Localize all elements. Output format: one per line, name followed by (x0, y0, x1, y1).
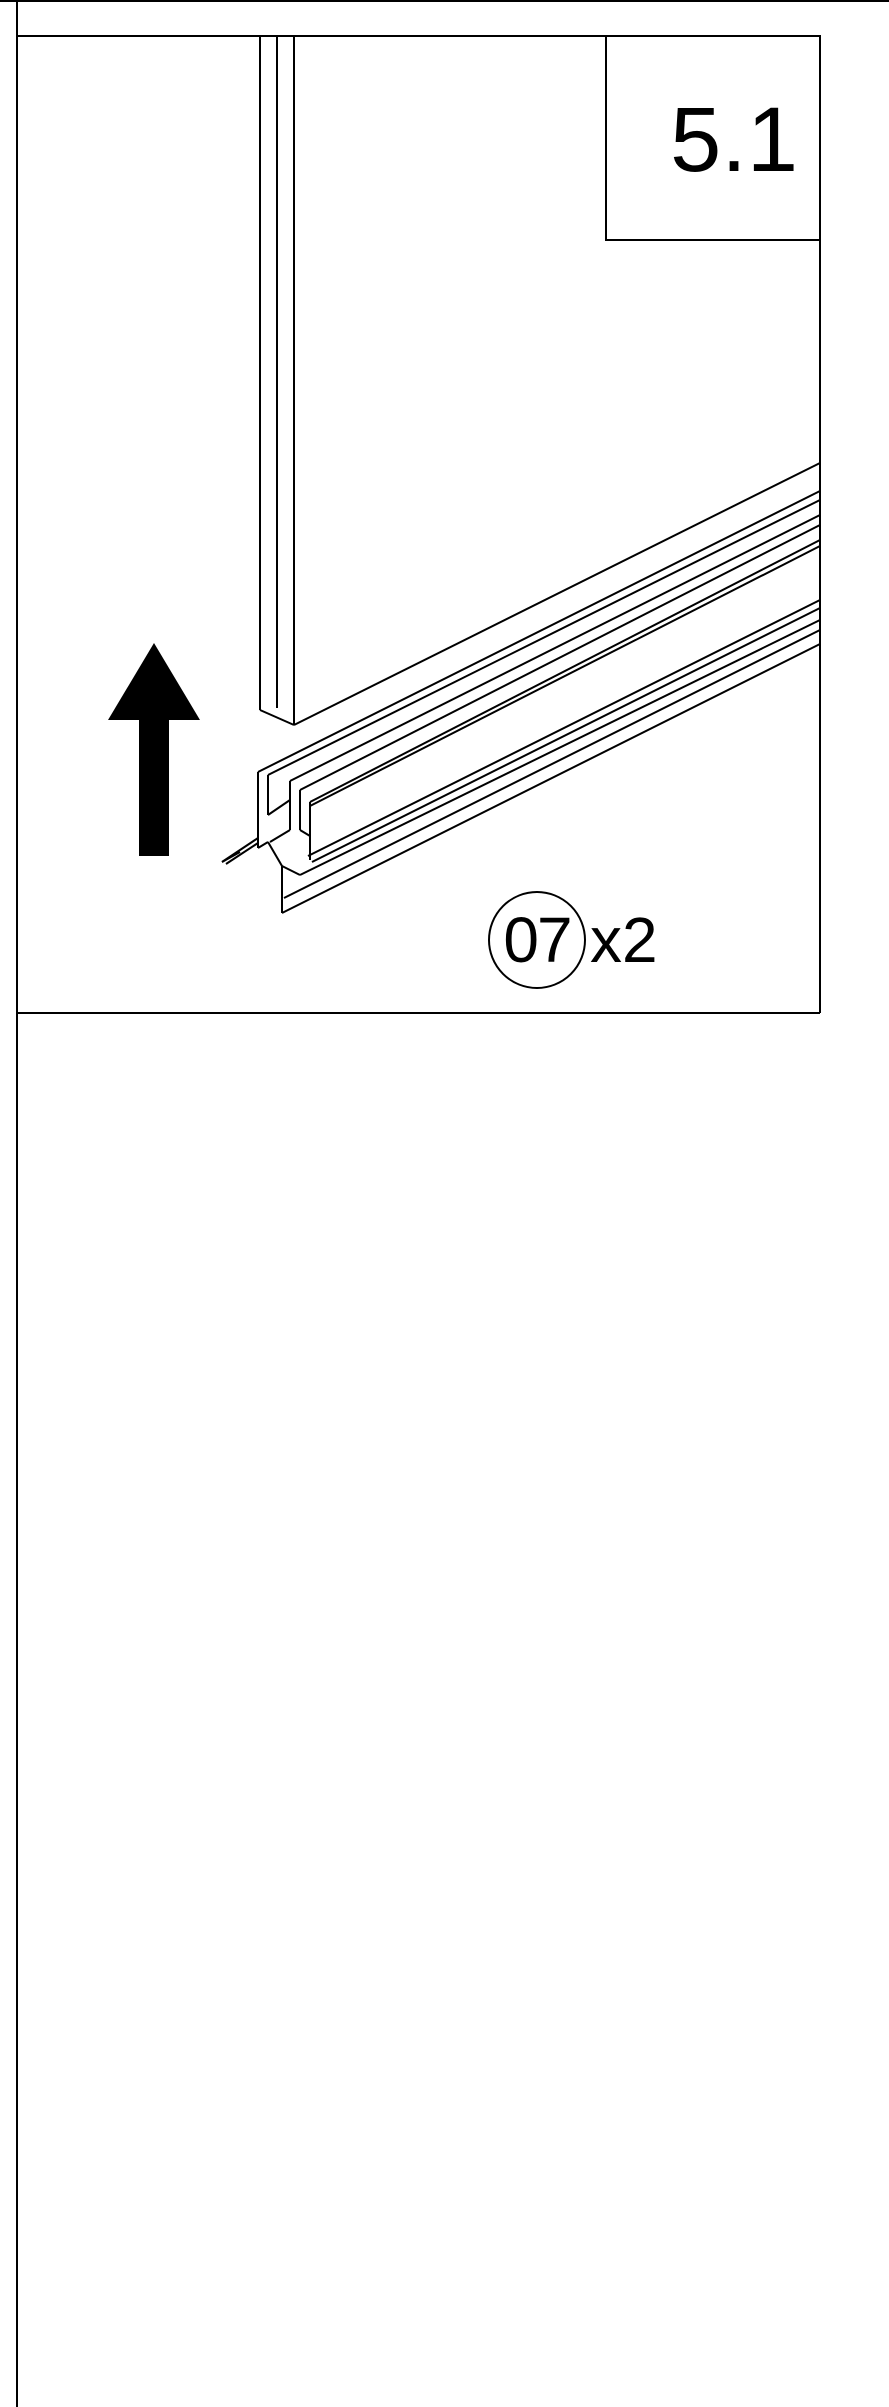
part-quantity: x2 (590, 904, 658, 976)
part-reference: 07 x2 (488, 890, 658, 990)
step-number: 5.1 (670, 89, 798, 191)
arrow-up-icon (108, 643, 200, 856)
part-number-badge: 07 (488, 891, 586, 989)
seal-profile (221, 490, 821, 914)
glass-panel (259, 36, 821, 726)
step-number-box (605, 35, 821, 241)
